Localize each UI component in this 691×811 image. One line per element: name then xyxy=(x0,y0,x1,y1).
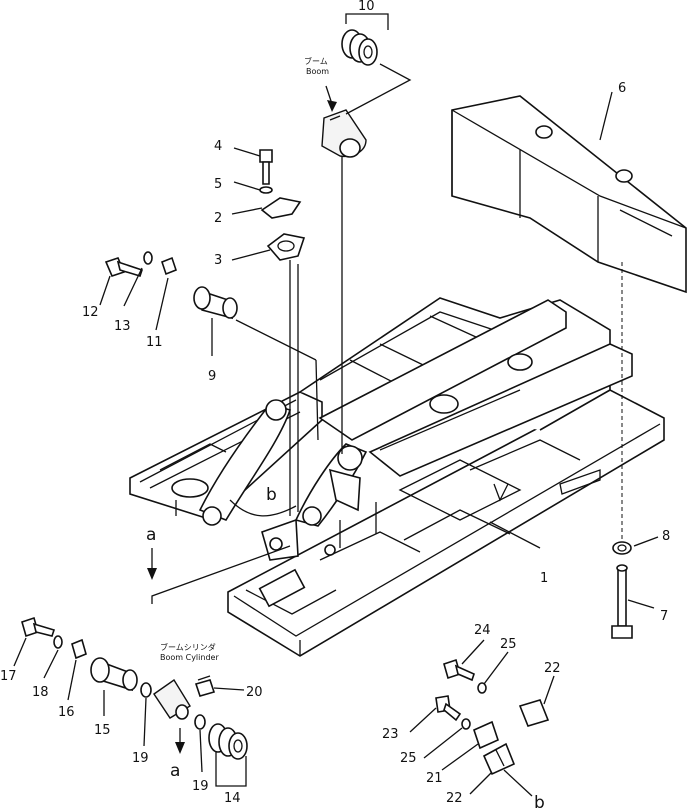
part-13-washer xyxy=(143,251,153,265)
callout-labels: 1 2 3 4 5 6 7 8 9 10 11 12 13 14 15 16 1… xyxy=(0,0,670,806)
cylinder-label-en: Boom Cylinder xyxy=(160,653,219,662)
annotation-labels: ブーム Boom ブームシリンダ Boom Cylinder a a b b xyxy=(146,56,545,811)
part-25-washer-lower xyxy=(461,718,471,730)
callout-8: 8 xyxy=(662,529,670,544)
callout-22-upper: 22 xyxy=(544,661,561,676)
callout-23: 23 xyxy=(382,727,399,742)
ref-b-frame: b xyxy=(266,485,277,505)
part-4-bolt xyxy=(259,149,273,185)
boom-cylinder-end xyxy=(153,679,191,720)
part-11-nut xyxy=(161,256,177,276)
callout-25-lower: 25 xyxy=(400,751,417,766)
callout-3: 3 xyxy=(214,253,222,268)
callout-2: 2 xyxy=(214,211,222,226)
callout-12: 12 xyxy=(82,305,99,320)
assembly-centerlines xyxy=(235,156,623,540)
boom-label-jp: ブーム xyxy=(304,56,328,66)
part-18-washer xyxy=(53,635,63,649)
callout-19-upper: 19 xyxy=(132,751,149,766)
part-14-collars xyxy=(208,723,248,760)
callout-9: 9 xyxy=(208,369,216,384)
callout-4: 4 xyxy=(214,139,222,154)
callout-17: 17 xyxy=(0,669,17,684)
part-3-plate xyxy=(266,233,306,261)
callout-20: 20 xyxy=(246,685,263,700)
ref-a-frame: a xyxy=(146,525,156,545)
callout-11: 11 xyxy=(146,335,163,350)
ref-b-detail: b xyxy=(534,793,545,811)
callout-25-upper: 25 xyxy=(500,637,517,652)
arrows xyxy=(147,85,337,754)
boom-foot-sketch xyxy=(321,63,412,158)
callout-10: 10 xyxy=(358,0,375,14)
callout-21: 21 xyxy=(426,771,443,786)
callout-1: 1 xyxy=(540,571,548,586)
part-16-nut xyxy=(71,638,87,660)
boom-label-en: Boom xyxy=(306,67,329,76)
part-7-bolt xyxy=(611,564,633,639)
callout-24: 24 xyxy=(474,623,491,638)
leader-lines xyxy=(13,91,659,797)
part-23-bolt xyxy=(435,695,462,722)
callout-14: 14 xyxy=(224,791,241,806)
callout-16: 16 xyxy=(58,705,75,720)
cylinder-label-jp: ブームシリンダ xyxy=(160,642,216,652)
callout-5: 5 xyxy=(214,177,222,192)
part-21-clamp xyxy=(473,720,499,750)
part-12-bolt xyxy=(104,257,144,277)
revolving-frame xyxy=(129,297,665,657)
part-19-ring-upper xyxy=(140,682,152,698)
callout-13: 13 xyxy=(114,319,131,334)
part-9-pin xyxy=(193,286,238,320)
part-19-ring-lower xyxy=(194,714,206,730)
callout-18: 18 xyxy=(32,685,49,700)
counterweight xyxy=(451,95,687,294)
part-10-collars xyxy=(341,13,389,66)
callout-22-lower: 22 xyxy=(446,791,463,806)
callout-7: 7 xyxy=(660,609,668,624)
part-20-fitting xyxy=(194,675,216,697)
part-24-bolt xyxy=(443,658,475,682)
boom-brackets xyxy=(198,399,368,561)
part-17-bolt xyxy=(21,616,56,638)
part-8-nut xyxy=(612,541,632,555)
part-25-washer-upper xyxy=(477,682,487,694)
part-2-plate xyxy=(260,197,302,219)
ref-a-detail: a xyxy=(170,761,180,781)
part-5-washer xyxy=(259,186,273,194)
part-22-clamp-upper xyxy=(518,699,550,727)
callout-15: 15 xyxy=(94,723,111,738)
callout-6: 6 xyxy=(618,81,626,96)
part-22-clamp-lower xyxy=(482,742,516,776)
part-15-pin xyxy=(90,657,138,692)
callout-19-lower: 19 xyxy=(192,779,209,794)
